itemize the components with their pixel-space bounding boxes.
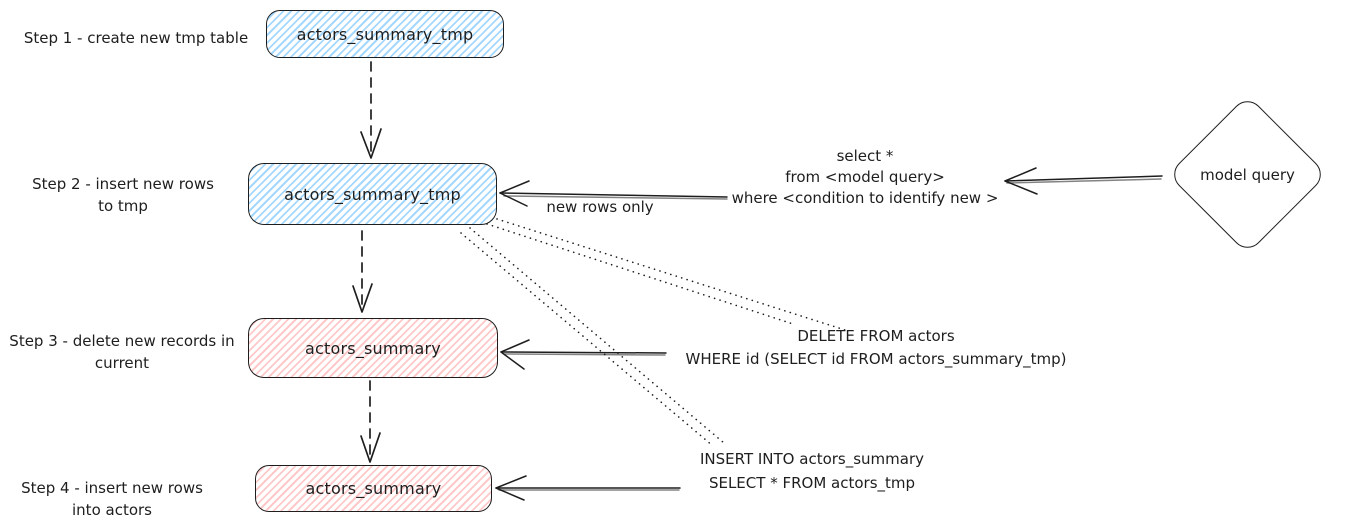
step4-label-line2: into actors bbox=[72, 501, 152, 519]
step3-label-line2: current bbox=[94, 354, 150, 372]
arrow-step3-to-step4-head bbox=[360, 432, 381, 463]
step1-label: Step 1 - create new tmp table bbox=[24, 27, 248, 49]
delete-sql-line1: DELETE FROM actors bbox=[797, 327, 955, 345]
step2-label-line2: to tmp bbox=[98, 197, 148, 215]
insert-sql-line2: SELECT * FROM actors_tmp bbox=[708, 474, 916, 492]
arrow-query-to-tmp-head bbox=[499, 180, 530, 207]
node-label: actors_summary bbox=[305, 479, 442, 498]
insert-sql-line1: INSERT INTO actors_summary bbox=[699, 450, 925, 468]
select-query-line3: where <condition to identify new > bbox=[731, 189, 999, 207]
step2-label: Step 2 - insert new rows to tmp bbox=[32, 173, 214, 217]
node-actors-summary-tmp-step1: actors_summary_tmp bbox=[266, 10, 504, 58]
node-label: actors_summary_tmp bbox=[296, 24, 474, 44]
step3-label-line1: Step 3 - delete new records in bbox=[9, 332, 235, 350]
arrow-modelquery-to-query-shaft bbox=[1004, 175, 1163, 182]
arrow-insertsql-to-summary-head bbox=[495, 475, 527, 501]
step4-label-line1: Step 4 - insert new rows bbox=[21, 479, 203, 497]
step2-label-line1: Step 2 - insert new rows bbox=[32, 175, 214, 193]
arrow-deletesql-to-summary-shaft bbox=[500, 351, 667, 354]
select-query-line2: from <model query> bbox=[785, 168, 945, 186]
arrow-modelquery-to-query-shaft2 bbox=[1006, 178, 1162, 184]
step3-label: Step 3 - delete new records in current bbox=[9, 330, 234, 374]
step4-label: Step 4 - insert new rows into actors bbox=[21, 477, 203, 521]
arrow-step2-to-step3-head bbox=[352, 283, 373, 313]
select-query-note: select * from <model query> where <condi… bbox=[732, 146, 999, 209]
node-label: actors_summary bbox=[305, 338, 441, 358]
node-actors-summary-step3: actors_summary bbox=[248, 318, 498, 378]
dotted-link-tmp-to-insert-sql-2 bbox=[460, 232, 714, 447]
delete-sql-note: DELETE FROM actors WHERE id (SELECT id F… bbox=[686, 325, 1067, 371]
insert-sql-note: INSERT INTO actors_summary SELECT * FROM… bbox=[700, 447, 924, 495]
select-query-line1: select * bbox=[836, 147, 894, 165]
node-label: actors_summary_tmp bbox=[284, 184, 461, 204]
dotted-link-tmp-to-delete-sql-2 bbox=[486, 223, 794, 325]
new-rows-only-label: new rows only bbox=[546, 198, 654, 216]
node-actors-summary-step4: actors_summary bbox=[255, 465, 492, 512]
arrow-deletesql-to-summary-head bbox=[500, 339, 530, 370]
model-query-label: model query bbox=[1200, 165, 1295, 184]
node-actors-summary-tmp-step2: actors_summary_tmp bbox=[248, 163, 497, 225]
arrow-query-to-tmp-shaft bbox=[499, 192, 728, 198]
arrow-step1-to-step2-head bbox=[360, 128, 382, 159]
arrow-deletesql-to-summary-shaft2 bbox=[503, 353, 666, 356]
dotted-link-tmp-to-delete-sql-1 bbox=[496, 218, 846, 331]
arrow-modelquery-to-query-head bbox=[1004, 167, 1038, 195]
delete-sql-line2: WHERE id (SELECT id FROM actors_summary_… bbox=[685, 350, 1067, 368]
step1-label-line1: Step 1 - create new tmp table bbox=[23, 29, 249, 47]
arrow-query-to-tmp-shaft2 bbox=[503, 195, 728, 200]
